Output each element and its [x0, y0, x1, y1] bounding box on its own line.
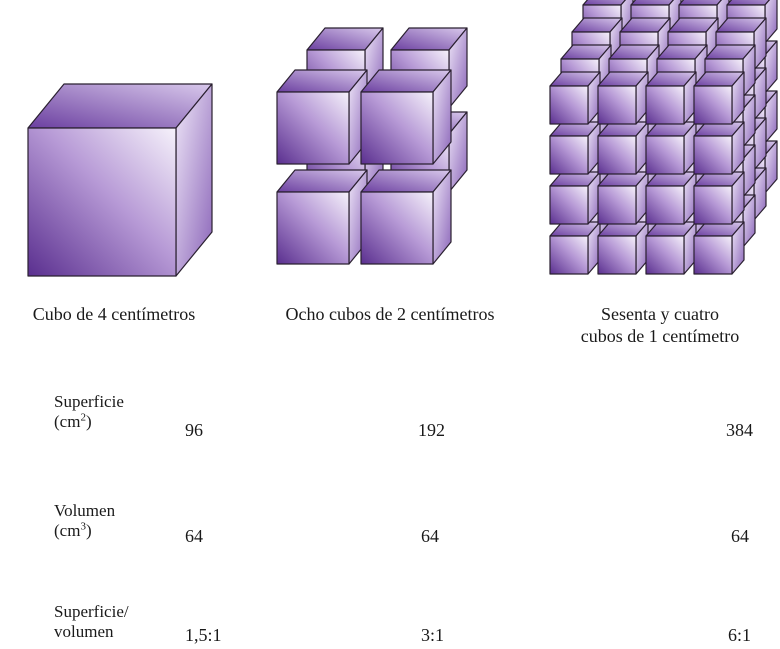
caption-eight-cubes: Ocho cubos de 2 centímetros	[285, 304, 495, 324]
unit-cube-front-face	[645, 85, 685, 125]
caption-sixty-four-line1: Sesenta y cuatro	[601, 304, 719, 324]
cube-4cm-front-face	[27, 127, 177, 277]
eight-front-cube-front-face	[276, 91, 350, 165]
sixty-four-cubes-1cm	[549, 0, 778, 275]
unit-cube-front-face	[597, 85, 637, 125]
eight-cubes-2cm	[276, 27, 468, 265]
row-label-ratio-line1: Superficie/	[54, 602, 129, 621]
cube-4cm	[27, 83, 213, 277]
ratio-value-2: 3:1	[421, 625, 445, 645]
unit-cube-front-face	[693, 235, 733, 275]
row-label-ratio-line2: volumen	[54, 622, 114, 641]
volume-value-2: 64	[421, 526, 439, 546]
surface-value-2: 192	[418, 420, 445, 440]
unit-cube-front-face	[693, 135, 733, 175]
unit-cube-front-face	[693, 85, 733, 125]
unit-cube-front-face	[645, 235, 685, 275]
caption-sixty-four-line2: cubos de 1 centímetro	[580, 326, 740, 346]
row-label-volume-unit: (cm3)	[54, 520, 92, 540]
unit-cube-front-face	[549, 185, 589, 225]
unit-cube-front-face	[645, 185, 685, 225]
row-label-volume-line1: Volumen	[54, 501, 116, 520]
eight-front-cube-front-face	[360, 191, 434, 265]
ratio-value-3: 6:1	[728, 625, 752, 645]
eight-front-cube-front-face	[276, 191, 350, 265]
unit-cube-front-face	[597, 235, 637, 275]
unit-cube-side-face	[764, 0, 778, 44]
volume-value-1: 64	[185, 526, 203, 546]
unit-cube-front-face	[549, 235, 589, 275]
caption-cube-4cm: Cubo de 4 centímetros	[32, 304, 196, 324]
unit-cube-front-face	[549, 135, 589, 175]
unit-cube-front-face	[693, 185, 733, 225]
ratio-value-1: 1,5:1	[185, 625, 222, 645]
cube-illustrations	[27, 0, 778, 277]
surface-value-1: 96	[185, 420, 203, 440]
row-label-surface: Superficie (cm2)	[54, 392, 124, 432]
surface-value-3: 384	[726, 420, 753, 440]
volume-value-3: 64	[731, 526, 749, 546]
caption-sixty-four-cubes: Sesenta y cuatro cubos de 1 centímetro	[540, 303, 780, 347]
unit-cube-front-face	[549, 85, 589, 125]
row-label-surface-unit: (cm2)	[54, 411, 92, 431]
row-label-volume: Volumen (cm3)	[54, 501, 115, 541]
eight-front-cube-front-face	[360, 91, 434, 165]
row-label-ratio: Superficie/ volumen	[54, 602, 129, 642]
unit-cube-front-face	[645, 135, 685, 175]
unit-cube-front-face	[597, 135, 637, 175]
unit-cube-front-face	[597, 185, 637, 225]
row-label-surface-line1: Superficie	[54, 392, 124, 411]
